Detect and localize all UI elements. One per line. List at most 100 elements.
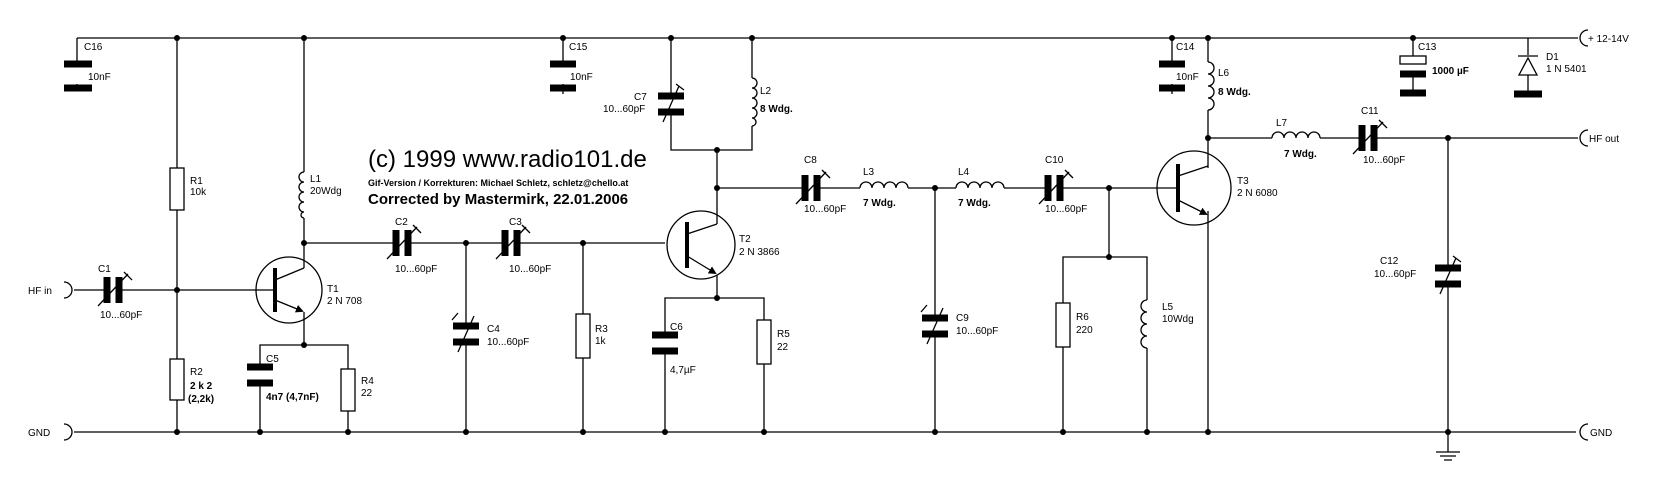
c5-value: 4n7 (4,7nF) <box>266 392 319 403</box>
r1-value: 10k <box>190 187 207 198</box>
c1-label: C1 <box>98 264 111 275</box>
wiring <box>74 37 1578 461</box>
inductor-l1: L1 20Wdg <box>298 171 342 219</box>
inductor-l4: L4 7 Wdg. <box>955 167 1005 209</box>
trimmer-capacitor-c7: C7 10...60pF <box>603 83 685 123</box>
trimmer-capacitor-c2: C2 10...60pF <box>386 217 437 275</box>
c12-label: C12 <box>1380 256 1399 267</box>
l1-value: 20Wdg <box>310 186 342 197</box>
trimmer-capacitor-c4: C4 10...60pF <box>451 312 529 353</box>
transistor-t2: T2 2 N 3866 <box>666 210 780 280</box>
l2-value: 8 Wdg. <box>760 104 793 115</box>
resistor-r5: R5 22 <box>756 319 790 365</box>
port-gnd-left-label: GND <box>28 428 50 439</box>
gif-credit-note: Gif-Version / Korrekturen: Michael Schle… <box>368 178 628 188</box>
c5-label: C5 <box>266 354 279 365</box>
capacitor-c15: C15 10nF <box>550 42 593 92</box>
port-gnd-right-label: GND <box>1590 428 1612 439</box>
c7-value: 10...60pF <box>603 104 645 115</box>
port-gnd-left: GND <box>28 423 73 441</box>
l5-value: 10Wdg <box>1162 314 1194 325</box>
port-supply: + 12-14V <box>1579 29 1629 47</box>
resistor-r3: R3 1k <box>575 313 608 359</box>
c4-value: 10...60pF <box>487 337 529 348</box>
junction-dots <box>174 35 1451 435</box>
r6-label: R6 <box>1076 312 1089 323</box>
c9-value: 10...60pF <box>956 326 998 337</box>
capacitor-c5: C5 4n7 (4,7nF) <box>247 354 319 403</box>
capacitor-c6: C6 4,7µF <box>652 322 696 376</box>
inductor-l3: L3 7 Wdg. <box>859 167 909 209</box>
c2-value: 10...60pF <box>395 264 437 275</box>
c1-value: 10...60pF <box>100 310 142 321</box>
c13-label: C13 <box>1418 42 1437 53</box>
c4-label: C4 <box>487 324 500 335</box>
inductor-l6: L6 8 Wdg. <box>1207 61 1251 111</box>
port-gnd-right: GND <box>1579 423 1612 441</box>
resistor-r2: R2 2 k 2 (2,2k) <box>169 358 214 405</box>
t1-label: T1 <box>327 284 339 295</box>
l2-label: L2 <box>760 86 772 97</box>
t2-value: 2 N 3866 <box>739 247 780 258</box>
copyright-title: (c) 1999 www.radio101.de <box>368 146 647 173</box>
r3-value: 1k <box>595 336 607 347</box>
r2-value: 2 k 2 <box>190 381 213 392</box>
resistor-r6: R6 220 <box>1055 302 1093 348</box>
c14-value: 10nF <box>1176 72 1199 83</box>
l4-value: 7 Wdg. <box>958 198 991 209</box>
r5-value: 22 <box>777 342 789 353</box>
t2-label: T2 <box>739 234 751 245</box>
l6-label: L6 <box>1218 68 1230 79</box>
diode-d1: D1 1 N 5401 <box>1514 52 1587 98</box>
trimmer-capacitor-c9: C9 10...60pF <box>920 304 998 345</box>
c11-label: C11 <box>1361 106 1379 117</box>
l3-value: 7 Wdg. <box>863 198 896 209</box>
r5-label: R5 <box>777 329 790 340</box>
r2-value-alt: (2,2k) <box>188 394 214 405</box>
d1-value: 1 N 5401 <box>1546 64 1587 75</box>
inductor-l7: L7 7 Wdg. <box>1271 118 1321 160</box>
l6-value: 8 Wdg. <box>1218 87 1251 98</box>
trimmer-capacitor-c11: C11 10...60pF <box>1352 106 1405 166</box>
r2-label: R2 <box>190 367 203 378</box>
transistor-t1: T1 2 N 708 <box>255 256 362 324</box>
trimmer-capacitor-c8: C8 10...60pF <box>795 155 846 215</box>
c16-label: C16 <box>84 42 103 53</box>
r1-label: R1 <box>190 176 203 187</box>
port-supply-label: + 12-14V <box>1588 34 1629 45</box>
trimmer-capacitor-c12: C12 10...60pF <box>1374 255 1462 295</box>
l7-label: L7 <box>1276 118 1288 129</box>
l7-value: 7 Wdg. <box>1284 149 1317 160</box>
port-hf-out: HF out <box>1579 129 1619 147</box>
c9-label: C9 <box>956 313 969 324</box>
l1-label: L1 <box>310 174 322 185</box>
c14-label: C14 <box>1176 42 1195 53</box>
capacitor-c14: C14 10nF <box>1159 42 1199 92</box>
c8-label: C8 <box>804 155 817 166</box>
inductor-l5: L5 10Wdg <box>1140 299 1194 349</box>
c6-label: C6 <box>670 322 683 333</box>
trimmer-capacitor-c1: C1 10...60pF <box>97 264 142 321</box>
c12-value: 10...60pF <box>1374 269 1416 280</box>
t3-label: T3 <box>1237 176 1249 187</box>
l5-label: L5 <box>1162 302 1174 313</box>
t1-value: 2 N 708 <box>327 296 362 307</box>
r4-value: 22 <box>361 388 373 399</box>
trimmer-capacitor-c10: C10 10...60pF <box>1038 155 1087 215</box>
c3-label: C3 <box>509 217 522 228</box>
port-hf-in-label: HF in <box>28 286 52 297</box>
corrected-by-note: Corrected by Mastermirk, 22.01.2006 <box>368 191 628 208</box>
r6-value: 220 <box>1076 325 1093 336</box>
c6-value: 4,7µF <box>670 365 696 376</box>
c10-label: C10 <box>1045 155 1064 166</box>
d1-label: D1 <box>1546 52 1559 63</box>
port-hf-out-label: HF out <box>1589 134 1619 145</box>
c3-value: 10...60pF <box>509 264 551 275</box>
trimmer-capacitor-c3: C3 10...60pF <box>495 217 551 275</box>
capacitor-c16: C16 10nF <box>64 42 111 92</box>
c13-value: 1000 µF <box>1432 66 1469 77</box>
r3-label: R3 <box>595 324 608 335</box>
transistor-t3: T3 2 N 6080 <box>1156 150 1278 226</box>
c16-value: 10nF <box>88 72 111 83</box>
